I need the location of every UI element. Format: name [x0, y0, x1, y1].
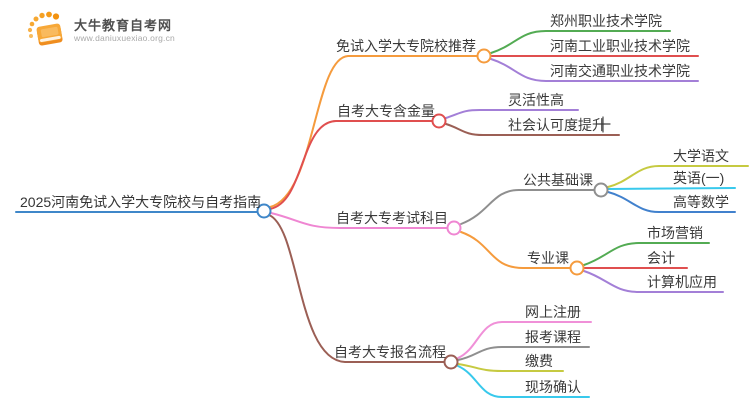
wire-confirm — [457, 365, 590, 398]
node-branch-recommend[interactable]: 免试入学大专院校推荐 — [336, 38, 476, 54]
value-node-handle[interactable] — [431, 113, 447, 129]
node-course-marketing[interactable]: 市场营销 — [647, 225, 703, 241]
wire-chinese — [607, 165, 749, 188]
node-recognition[interactable]: 社会认可度提升 — [508, 117, 606, 133]
wire-register — [457, 321, 592, 359]
wire-marketing — [583, 242, 710, 266]
wire-recognition — [445, 123, 620, 136]
recommend-node-handle[interactable] — [476, 48, 492, 64]
wire-school-3 — [490, 58, 699, 82]
logo-text-block: 大牛教育自考网 www.daniuxuexiao.org.cn — [74, 18, 175, 44]
node-step-confirm[interactable]: 现场确认 — [525, 379, 581, 395]
wire-flexibility — [445, 109, 579, 119]
root-node-handle[interactable] — [256, 203, 272, 219]
wire-root-value — [269, 120, 434, 210]
public-courses-node-handle[interactable] — [593, 182, 609, 198]
logo-book-icon — [27, 11, 63, 46]
node-public-courses[interactable]: 公共基础课 — [523, 172, 593, 188]
node-flexibility[interactable]: 灵活性高 — [508, 92, 564, 108]
site-logo: 大牛教育自考网 www.daniuxuexiao.org.cn — [26, 11, 175, 51]
node-step-pay[interactable]: 缴费 — [525, 353, 553, 369]
node-root[interactable]: 2025河南免试入学大专院校与自考指南 — [20, 194, 262, 210]
node-step-enroll[interactable]: 报考课程 — [525, 329, 581, 345]
node-course-english[interactable]: 英语(一) — [673, 170, 725, 186]
node-course-chinese[interactable]: 大学语文 — [673, 148, 729, 164]
node-course-math[interactable]: 高等数学 — [673, 194, 729, 210]
node-branch-process[interactable]: 自考大专报名流程 — [334, 344, 446, 360]
logo-title: 大牛教育自考网 — [74, 18, 173, 33]
wire-root-subjects — [270, 212, 449, 229]
wire-root-process — [268, 214, 446, 363]
node-school-henan-jiaotong[interactable]: 河南交通职业技术学院 — [550, 63, 690, 79]
node-branch-value[interactable]: 自考大专含金量 — [337, 103, 435, 119]
wire-english — [607, 187, 736, 190]
major-courses-node-handle[interactable] — [569, 260, 585, 276]
wire-school-1 — [490, 30, 671, 54]
node-step-register[interactable]: 网上注册 — [525, 304, 581, 320]
node-major-courses[interactable]: 专业课 — [527, 250, 569, 266]
wire-pay — [457, 363, 564, 372]
node-school-zhengzhou[interactable]: 郑州职业技术学院 — [550, 13, 662, 29]
wire-root-recommend — [269, 55, 479, 208]
node-course-computer[interactable]: 计算机应用 — [647, 274, 717, 290]
wire-major-courses — [460, 231, 572, 269]
wire-computer — [583, 270, 724, 293]
node-branch-subjects[interactable]: 自考大专考试科目 — [336, 210, 448, 226]
crosshair-cursor — [595, 116, 611, 133]
wire-public-courses — [460, 189, 596, 225]
wire-math — [607, 191, 736, 213]
node-school-henan-industry[interactable]: 河南工业职业技术学院 — [550, 38, 690, 54]
node-course-accounting[interactable]: 会计 — [647, 250, 675, 266]
process-node-handle[interactable] — [443, 354, 459, 370]
wire-enroll — [457, 346, 590, 361]
logo-url: www.daniuxuexiao.org.cn — [74, 33, 175, 43]
subjects-node-handle[interactable] — [446, 220, 462, 236]
